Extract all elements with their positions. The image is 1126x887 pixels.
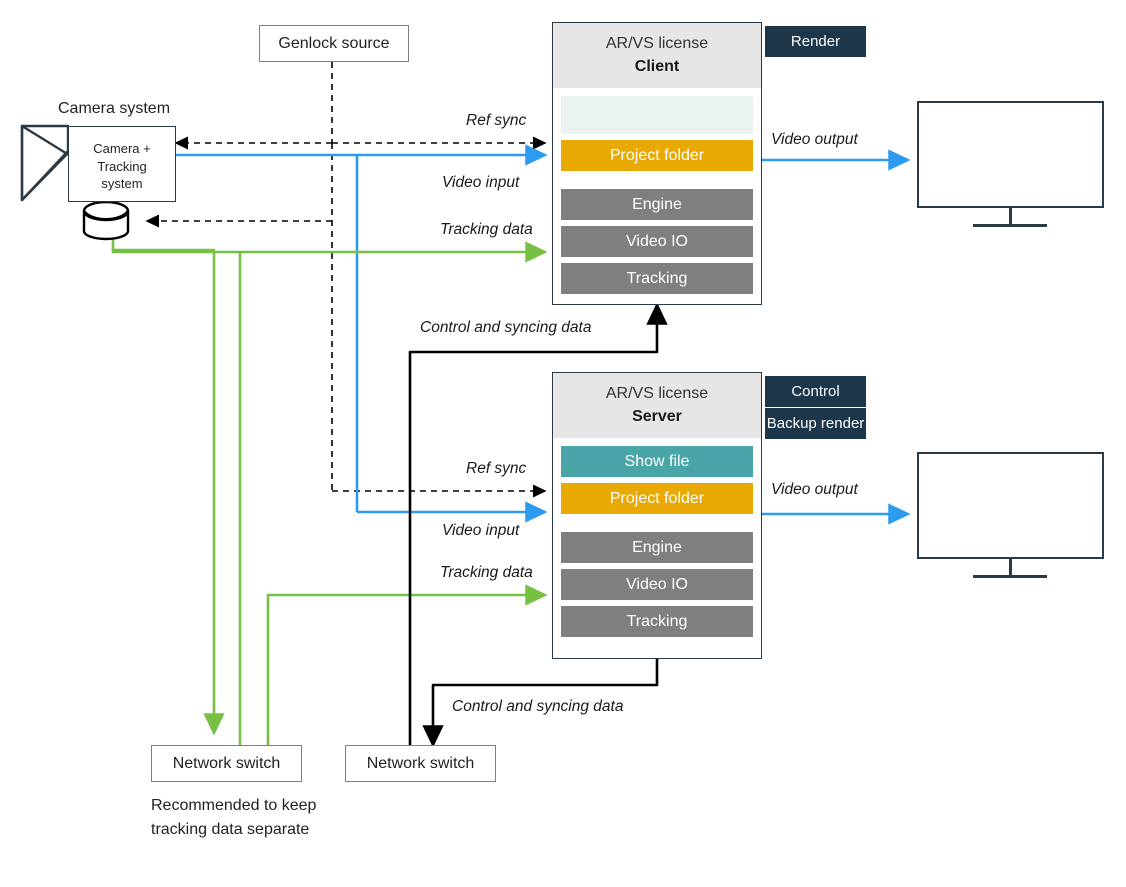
network-switch-tracking[interactable]: Network switch	[151, 745, 302, 782]
server-bar-project-folder[interactable]: Project folder	[561, 483, 753, 515]
camera-body-label: Camera + Tracking system	[68, 140, 176, 193]
server-machine-box[interactable]: AR/VS license Server Show file Project f…	[552, 372, 762, 659]
camera-system-title: Camera system	[58, 100, 171, 117]
server-monitor-foot	[973, 575, 1047, 578]
label-control-sync-server: Control and syncing data	[452, 698, 624, 715]
label-video-output-client: Video output	[771, 131, 858, 148]
client-bar-blank	[561, 96, 753, 135]
label-ref-sync-server: Ref sync	[466, 460, 527, 477]
server-bar-show-file[interactable]: Show file	[561, 446, 753, 478]
client-license-label: AR/VS license	[605, 35, 709, 52]
server-bar-tracking[interactable]: Tracking	[561, 606, 753, 638]
network-switch-control[interactable]: Network switch	[345, 745, 496, 782]
network-switch-control-label: Network switch	[366, 754, 475, 772]
server-header: AR/VS license Server	[553, 373, 761, 439]
client-badge-render[interactable]: Render	[765, 26, 866, 57]
wire-tracking-to-switch-a	[111, 248, 225, 736]
label-video-output-server: Video output	[771, 481, 858, 498]
label-control-sync-client: Control and syncing data	[420, 319, 592, 336]
label-video-input-server: Video input	[442, 522, 520, 539]
client-monitor-foot	[973, 224, 1047, 227]
server-role-label: Server	[632, 408, 682, 426]
label-ref-sync-client: Ref sync	[466, 112, 527, 129]
recommendation-line-2: tracking data separate	[151, 821, 310, 838]
client-bar-tracking[interactable]: Tracking	[561, 263, 753, 295]
camera-label-line3: system	[101, 176, 143, 192]
camera-label-line1: Camera +	[93, 141, 151, 156]
client-machine-box[interactable]: AR/VS license Client Project folder Engi…	[552, 22, 762, 305]
recommendation-line-1: Recommended to keep	[151, 797, 317, 814]
network-switch-tracking-label: Network switch	[172, 754, 281, 772]
client-header: AR/VS license Client	[553, 23, 761, 89]
client-monitor-neck	[1009, 208, 1012, 226]
server-monitor-screen	[917, 452, 1104, 559]
client-bar-video-io[interactable]: Video IO	[561, 226, 753, 258]
server-bar-spacer	[561, 520, 753, 532]
server-badge-backup-render-label: Backup render	[766, 415, 865, 432]
server-badge-backup-render[interactable]: Backup render	[765, 408, 866, 439]
recommendation-note: Recommended to keep tracking data separa…	[151, 797, 317, 839]
genlock-source-box[interactable]: Genlock source	[259, 25, 409, 62]
camera-body-box	[68, 126, 176, 202]
camera-lens-icon	[20, 124, 70, 202]
camera-lens-shape	[20, 124, 71, 202]
server-license-label: AR/VS license	[605, 385, 709, 402]
server-bar-video-io[interactable]: Video IO	[561, 569, 753, 601]
client-monitor-screen	[917, 101, 1104, 208]
client-bar-project-folder[interactable]: Project folder	[561, 140, 753, 172]
client-bar-engine[interactable]: Engine	[561, 189, 753, 221]
server-module-stack: Show file Project folder Engine Video IO…	[553, 438, 761, 645]
label-tracking-data-server: Tracking data	[440, 564, 533, 581]
label-tracking-data-client: Tracking data	[440, 221, 533, 238]
label-video-input-client: Video input	[442, 174, 520, 191]
client-module-stack: Project folder Engine Video IO Tracking	[553, 88, 761, 302]
client-role-label: Client	[634, 58, 680, 76]
tracking-cylinder-icon	[82, 200, 130, 241]
client-badge-render-label: Render	[790, 33, 841, 50]
client-bar-spacer	[561, 177, 753, 189]
server-badge-control[interactable]: Control	[765, 376, 866, 407]
camera-label-line2: Tracking	[97, 158, 147, 174]
server-bar-engine[interactable]: Engine	[561, 532, 753, 564]
wire-tracking-data-server	[266, 584, 548, 745]
genlock-source-label: Genlock source	[278, 34, 390, 52]
server-badge-control-label: Control	[791, 383, 840, 400]
server-monitor-neck	[1009, 559, 1012, 577]
